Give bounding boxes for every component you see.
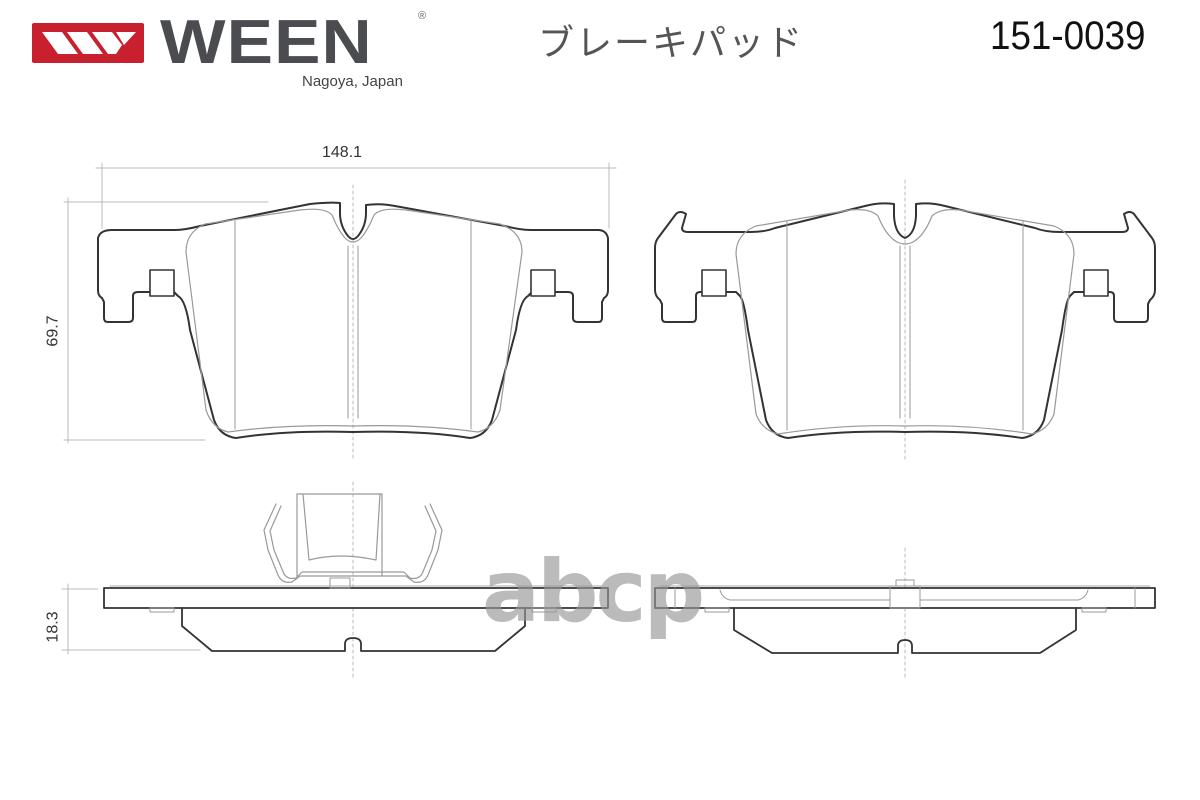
brand-tagline: Nagoya, Japan [302,73,403,90]
dimension-lines [61,162,617,655]
dimension-thickness-label: 18.3 [44,611,62,643]
ween-logo-icon [32,23,144,63]
registered-mark: ® [418,10,427,22]
left-pad-side-view [103,493,609,652]
left-pad-front-view [97,201,609,439]
brand-name: WEEN [160,8,373,77]
part-number: 151-0039 [990,14,1146,58]
center-lines [352,179,906,681]
right-pad-side-view [654,579,1156,654]
product-type-title: ブレーキパッド [538,23,805,64]
dimension-width-label: 148.1 [322,144,363,161]
dimension-height-label: 69.7 [44,315,62,347]
watermark: abcp [482,542,705,642]
right-pad-front-view [654,202,1156,439]
